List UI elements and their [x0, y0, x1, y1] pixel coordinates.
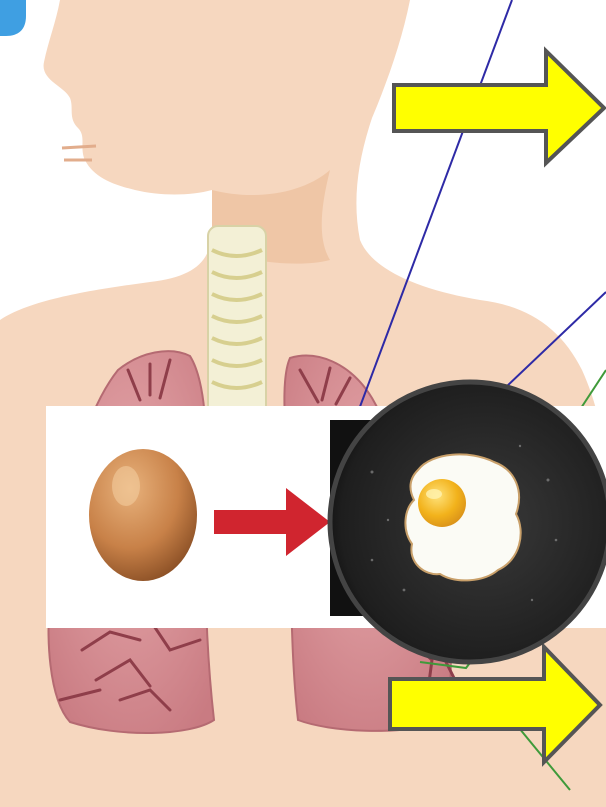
blue-badge-icon: [0, 0, 26, 36]
raw-egg-icon: [89, 449, 197, 581]
egg-white: [405, 454, 520, 580]
trachea: [208, 226, 266, 416]
yellow-arrow-upper: [394, 51, 604, 163]
egg-transformation-panel: [46, 382, 606, 662]
egg-highlight: [112, 466, 140, 506]
yolk: [418, 479, 466, 527]
fried-egg-pan-icon: [330, 382, 606, 662]
